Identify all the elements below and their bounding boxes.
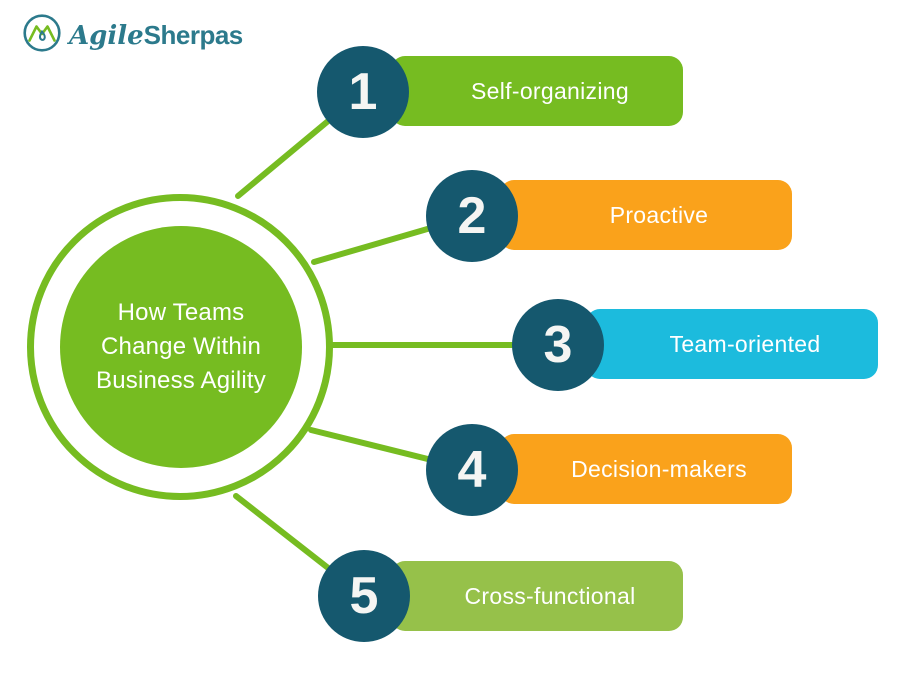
item-bar-decision-makers: Decision-makers	[500, 434, 792, 504]
agilesherpas-logo: AgileSherpas	[22, 13, 243, 58]
hub-title-line-2: Change Within	[100, 333, 262, 360]
item-badge-5: 5	[318, 550, 410, 642]
item-label: Decision-makers	[571, 455, 747, 482]
item-bar-self-organizing: Self-organizing	[391, 56, 683, 126]
item-number: 1	[348, 63, 378, 121]
item-badge-3: 3	[512, 299, 604, 391]
logo-word-sherpas: Sherpas	[143, 20, 244, 50]
item-bar-team-oriented: Team-oriented	[586, 309, 878, 379]
item-number: 2	[457, 187, 487, 245]
item-label: Team-oriented	[669, 330, 821, 357]
hub-title-line-3: Business Agility	[96, 367, 266, 394]
agilesherpas-logo-icon	[22, 13, 62, 58]
item-badge-2: 2	[426, 170, 518, 262]
item-number: 3	[543, 316, 573, 374]
item-number: 5	[349, 567, 379, 625]
logo-droplet	[39, 29, 46, 41]
logo-circle	[23, 14, 61, 52]
hub-title-line-1: How Teams	[117, 299, 245, 326]
hub-circle: How Teams Change Within Business Agility	[60, 226, 302, 468]
item-bar-cross-functional: Cross-functional	[391, 561, 683, 631]
item-label: Cross-functional	[464, 582, 636, 609]
item-badge-1: 1	[317, 46, 409, 138]
item-label: Proactive	[609, 201, 709, 228]
item-badge-4: 4	[426, 424, 518, 516]
item-label: Self-organizing	[471, 77, 629, 104]
item-number: 4	[457, 441, 487, 499]
logo-wordmark: AgileSherpas	[69, 20, 243, 51]
item-bar-proactive: Proactive	[500, 180, 792, 250]
logo-mountain	[28, 25, 56, 42]
logo-word-agile: Agile	[69, 21, 144, 51]
